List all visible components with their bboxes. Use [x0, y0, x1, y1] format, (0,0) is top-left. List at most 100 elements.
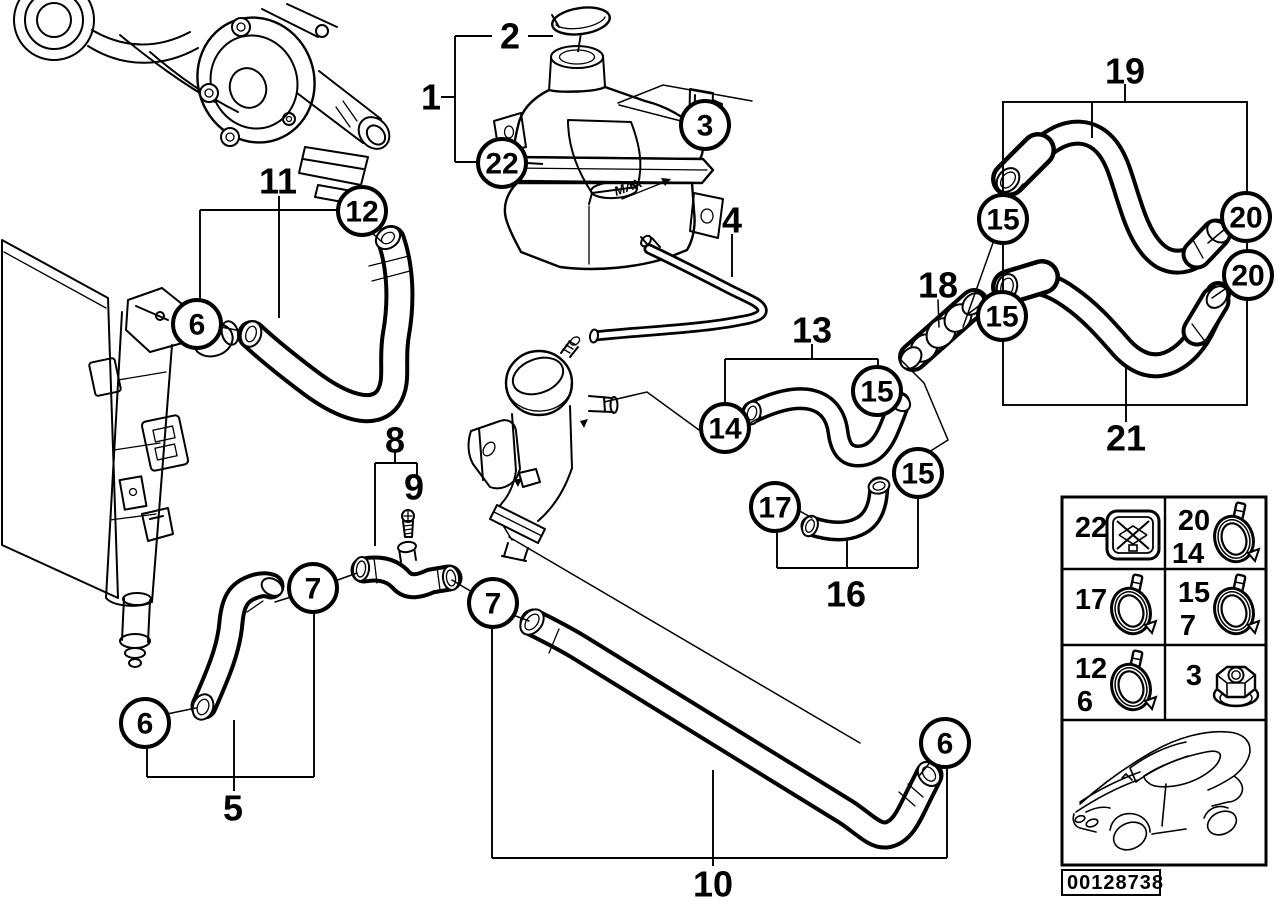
- thermostat-housing: [467, 336, 619, 562]
- part-label-16[interactable]: 16: [826, 574, 866, 615]
- tank-cap: [551, 6, 611, 36]
- callout-number: 22: [485, 148, 518, 181]
- callout-15[interactable]: 15: [892, 447, 944, 499]
- callout-12[interactable]: 12: [336, 185, 388, 237]
- legend-number: 22: [1075, 512, 1107, 544]
- part-label-19[interactable]: 19: [1105, 51, 1145, 92]
- callout-number: 15: [901, 458, 934, 491]
- hose-21: [991, 259, 1232, 365]
- callout-15[interactable]: 15: [976, 290, 1028, 342]
- callout-circle: [976, 290, 1028, 342]
- callout-number: 15: [860, 376, 893, 409]
- part-label-number: 5: [223, 788, 243, 829]
- callout-circle: [1222, 249, 1274, 301]
- callout-number: 15: [985, 301, 1018, 334]
- legend-cell-3[interactable]: 3: [1186, 660, 1258, 706]
- legend-number: 12: [1075, 653, 1107, 685]
- callout-20[interactable]: 20: [1222, 249, 1274, 301]
- part-number-box: 00128738: [1061, 869, 1164, 896]
- legend-number: 3: [1186, 660, 1202, 692]
- hose-10-long: [519, 608, 945, 835]
- part-label-1[interactable]: 1: [421, 77, 441, 118]
- hose-19: [991, 133, 1232, 262]
- part-label-21[interactable]: 21: [1106, 418, 1146, 459]
- hose-radiator-bottom-short: [189, 575, 285, 721]
- legend-cell-22[interactable]: 22: [1075, 511, 1159, 559]
- part-label-9[interactable]: 9: [404, 467, 424, 508]
- hose-radiator-top: [237, 222, 410, 408]
- nut-icon: [1214, 667, 1258, 706]
- legend-number: 6: [1077, 686, 1093, 718]
- callout-number: 3: [697, 110, 714, 143]
- part-label-5[interactable]: 5: [223, 788, 243, 829]
- part-label-number: 13: [792, 310, 832, 351]
- part-label-number: 2: [500, 16, 520, 57]
- vent-pipe: [588, 249, 762, 344]
- part-label-number: 1: [421, 77, 441, 118]
- part-label-10[interactable]: 10: [693, 864, 733, 905]
- hose-16-elbow: [799, 476, 891, 538]
- part-number: 00128738: [1067, 872, 1164, 894]
- legend-number: 15: [1178, 577, 1210, 609]
- legend-number: 20: [1178, 505, 1210, 537]
- part-label-11[interactable]: 11: [259, 161, 297, 202]
- legend-cell-17[interactable]: 17: [1075, 574, 1156, 638]
- callout-circle: [892, 447, 944, 499]
- part-label-8[interactable]: 8: [385, 420, 405, 461]
- callout-20[interactable]: 20: [1220, 191, 1272, 243]
- callout-leader-lines: [146, 32, 1248, 866]
- callout-circle: [679, 99, 731, 151]
- part-label-number: 19: [1105, 51, 1145, 92]
- callout-circle: [1220, 191, 1272, 243]
- callout-circle: [476, 137, 528, 189]
- callout-number: 17: [758, 492, 791, 525]
- legend-number: 7: [1180, 610, 1196, 642]
- callout-number: 6: [937, 728, 954, 761]
- legend-number: 14: [1172, 538, 1204, 570]
- connector-18: [898, 288, 989, 372]
- part-label-13[interactable]: 13: [792, 310, 832, 351]
- part-label-number: 16: [826, 574, 866, 615]
- legend-cell-15-7[interactable]: 157: [1178, 574, 1259, 642]
- seal-icon: [1107, 511, 1159, 559]
- callout-22[interactable]: 22: [476, 137, 528, 189]
- callout-6[interactable]: 6: [919, 717, 971, 769]
- callout-7[interactable]: 7: [287, 562, 339, 614]
- callout-circle: [919, 717, 971, 769]
- callout-circle: [467, 577, 519, 629]
- callout-17[interactable]: 17: [749, 481, 801, 533]
- callout-number: 12: [345, 196, 378, 229]
- part-label-number: 21: [1106, 418, 1146, 459]
- water-pump: [13, 0, 391, 204]
- callout-3[interactable]: 3: [679, 99, 731, 151]
- callout-circle: [336, 185, 388, 237]
- callout-6[interactable]: 6: [119, 697, 171, 749]
- legend-cell-12-6[interactable]: 126: [1075, 650, 1156, 718]
- part-label-number: 9: [404, 467, 424, 508]
- callout-7[interactable]: 7: [467, 577, 519, 629]
- part-label-2[interactable]: 2: [500, 16, 520, 57]
- callout-circle: [171, 298, 223, 350]
- callout-number: 20: [1231, 260, 1264, 293]
- callout-15[interactable]: 15: [851, 365, 903, 417]
- part-label-number: 11: [259, 161, 297, 202]
- callout-circle: [977, 193, 1029, 245]
- callout-number: 6: [137, 708, 154, 741]
- t-fitting: [351, 540, 460, 591]
- callout-6[interactable]: 6: [171, 298, 223, 350]
- callout-15[interactable]: 15: [977, 193, 1029, 245]
- part-label-number: 18: [918, 265, 958, 306]
- callout-number: 7: [305, 573, 322, 606]
- part-label-18[interactable]: 18: [918, 265, 958, 306]
- part-label-number: 10: [693, 864, 733, 905]
- part-label-4[interactable]: 4: [722, 200, 742, 241]
- callout-number: 20: [1229, 202, 1262, 235]
- callout-number: 6: [189, 309, 206, 342]
- part-label-number: 4: [722, 200, 742, 241]
- callout-circle: [851, 365, 903, 417]
- callout-number: 14: [708, 413, 742, 446]
- callout-14[interactable]: 14: [699, 402, 751, 454]
